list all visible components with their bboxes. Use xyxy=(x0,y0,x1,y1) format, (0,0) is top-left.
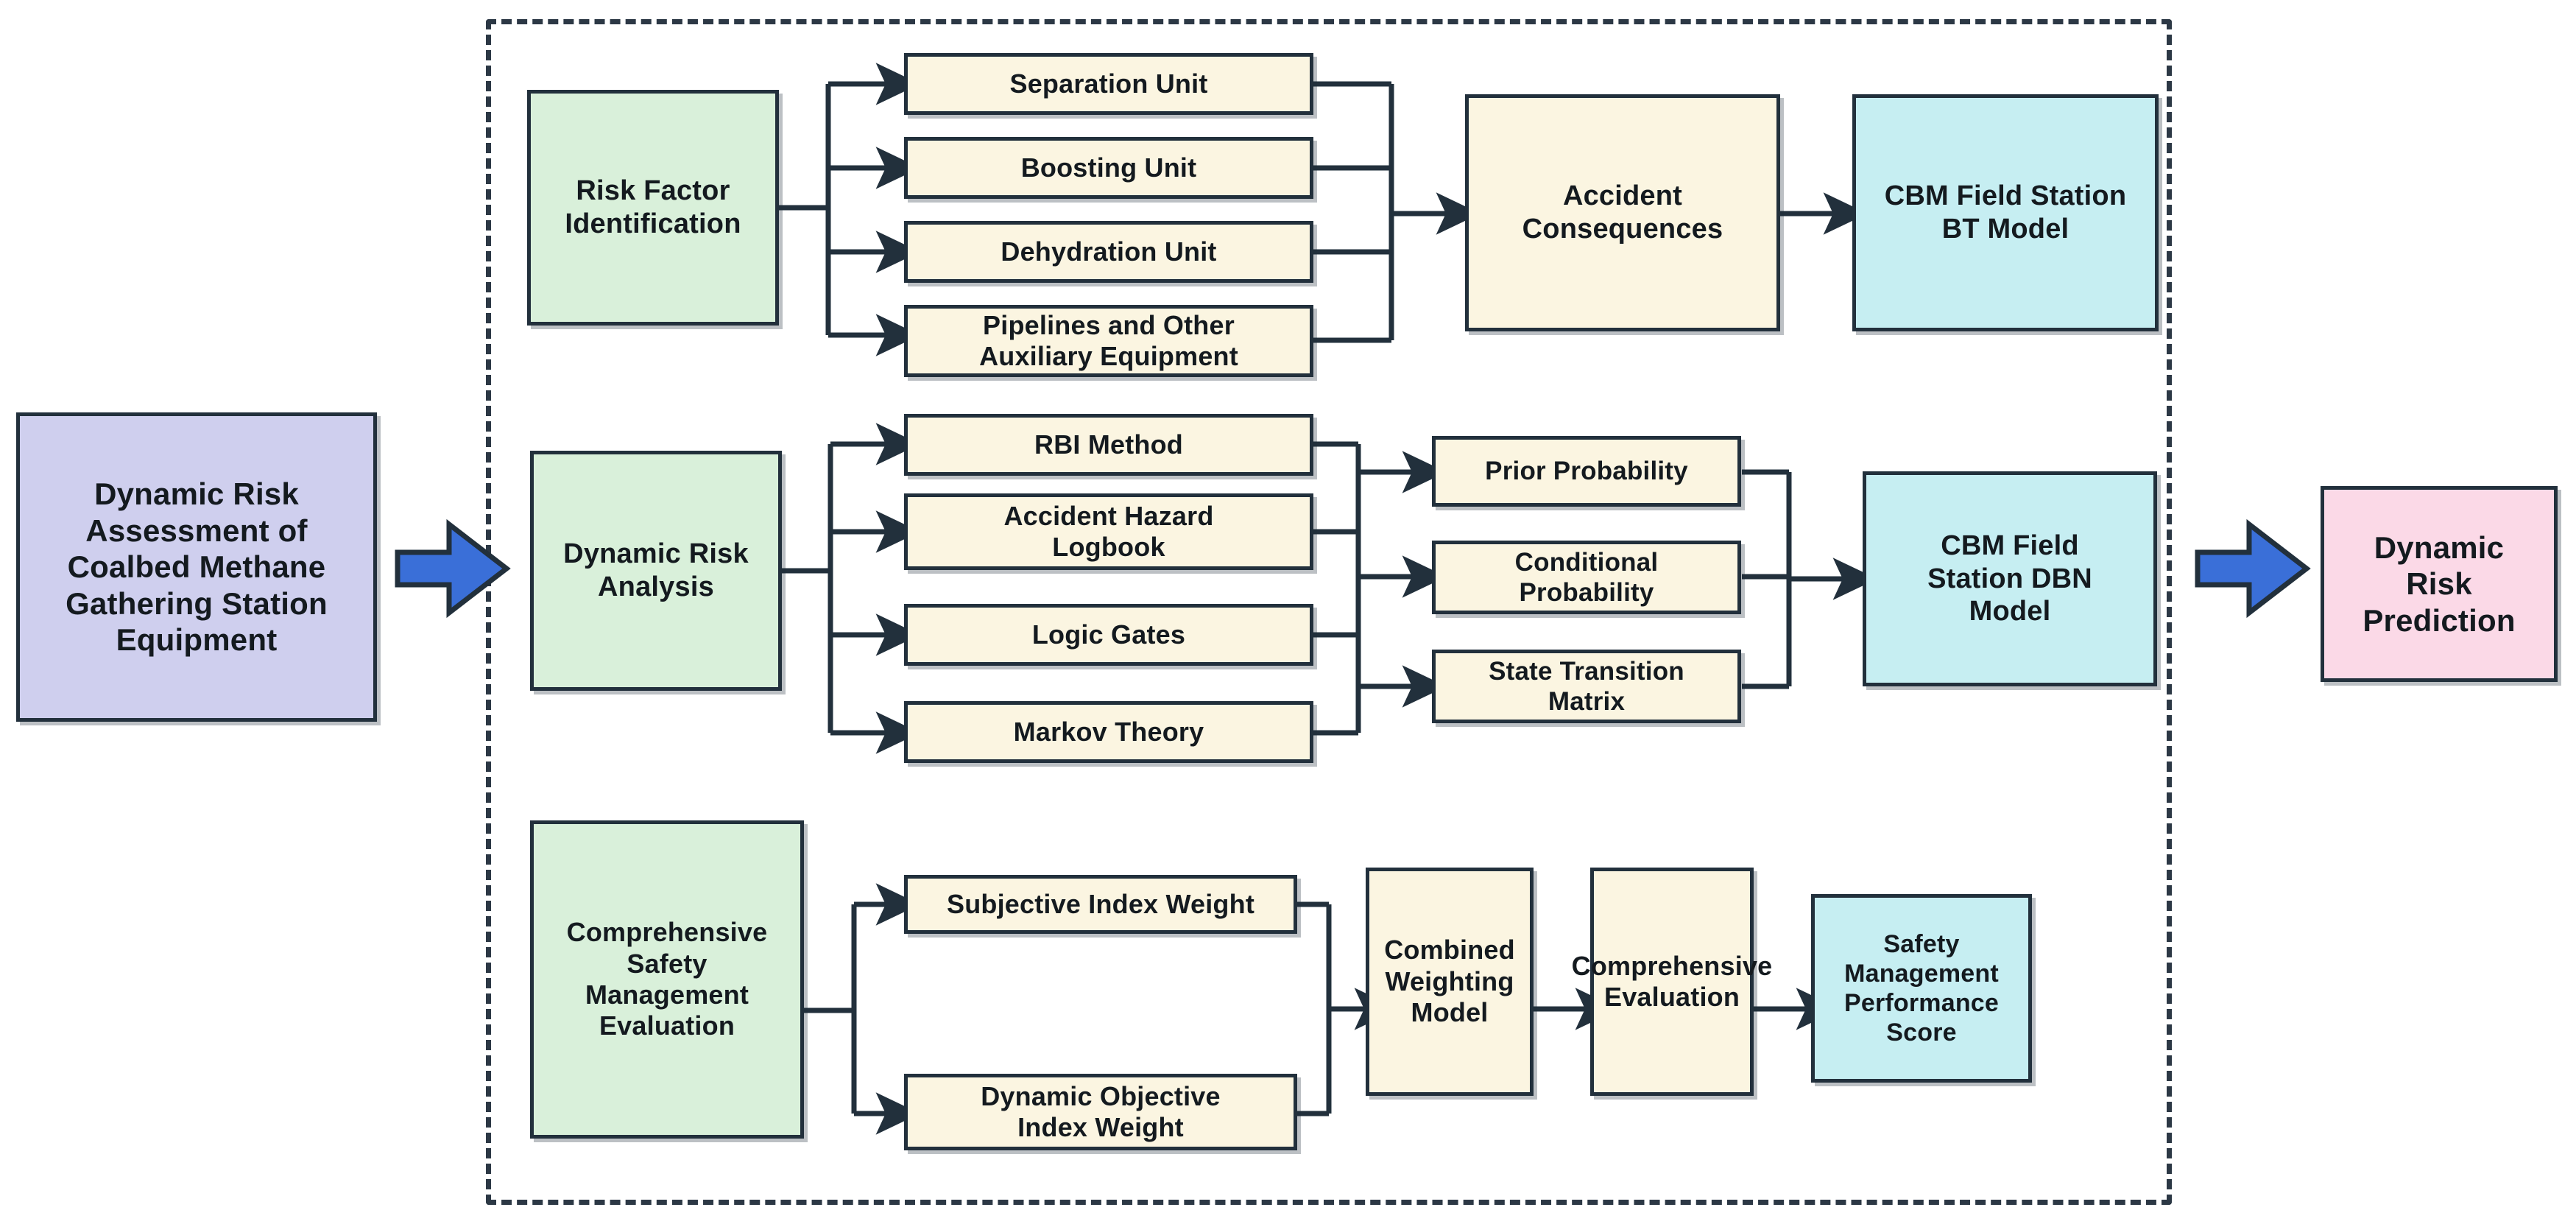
item-label: RBI Method xyxy=(1034,429,1183,460)
item-subjective-index-weight[interactable]: Subjective Index Weight xyxy=(904,875,1297,934)
result-label: Safety Management Performance Score xyxy=(1843,929,2000,1047)
input-title-label: Dynamic Risk Assessment of Coalbed Metha… xyxy=(66,476,328,658)
item-logic-gates[interactable]: Logic Gates xyxy=(904,604,1313,666)
item-markov-theory[interactable]: Markov Theory xyxy=(904,701,1313,763)
stage-label: Risk Factor Identification xyxy=(565,175,741,239)
item-label: Subjective Index Weight xyxy=(946,888,1255,919)
item-label: Dynamic Objective Index Weight xyxy=(981,1080,1221,1142)
merge-combined-weighting-model[interactable]: Combined Weighting Model xyxy=(1366,868,1534,1096)
item-label: Boosting Unit xyxy=(1020,152,1197,183)
item-accident-hazard-logbook[interactable]: Accident Hazard Logbook xyxy=(904,493,1313,570)
input-title-node[interactable]: Dynamic Risk Assessment of Coalbed Metha… xyxy=(16,412,377,722)
merge-label: Combined Weighting Model xyxy=(1384,935,1515,1028)
output-label: Dynamic Risk Prediction xyxy=(2362,530,2516,638)
item-dynamic-objective-index-weight[interactable]: Dynamic Objective Index Weight xyxy=(904,1074,1297,1150)
result-label: CBM Field Station BT Model xyxy=(1884,180,2127,245)
item-label: Markov Theory xyxy=(1013,716,1204,747)
merge-label: State Transition Matrix xyxy=(1489,656,1684,716)
item-label: Dehydration Unit xyxy=(1001,236,1217,267)
merge-label: Comprehensive Evaluation xyxy=(1571,950,1773,1012)
merge-conditional-probability[interactable]: Conditional Probability xyxy=(1432,541,1741,614)
item-label: Pipelines and Other Auxiliary Equipment xyxy=(979,309,1238,371)
item-label: Separation Unit xyxy=(1009,68,1208,99)
merge-accident-consequences[interactable]: Accident Consequences xyxy=(1465,94,1780,331)
result-cbm-field-station-dbn-model[interactable]: CBM Field Station DBN Model xyxy=(1863,471,2157,686)
item-label: Logic Gates xyxy=(1031,619,1186,650)
stage-label: Comprehensive Safety Management Evaluati… xyxy=(566,917,768,1041)
stage-label: Dynamic Risk Analysis xyxy=(563,538,749,602)
item-dehydration-unit[interactable]: Dehydration Unit xyxy=(904,221,1313,283)
item-label: Accident Hazard Logbook xyxy=(1003,500,1214,562)
stage-risk-factor-identification[interactable]: Risk Factor Identification xyxy=(527,90,779,326)
merge-state-transition-matrix[interactable]: State Transition Matrix xyxy=(1432,650,1741,723)
result-safety-management-performance-score[interactable]: Safety Management Performance Score xyxy=(1811,894,2032,1083)
stage-comprehensive-safety-management-evaluation[interactable]: Comprehensive Safety Management Evaluati… xyxy=(530,820,804,1139)
merge-comprehensive-evaluation[interactable]: Comprehensive Evaluation xyxy=(1572,868,1772,1096)
item-pipelines-and-auxiliary-equipment[interactable]: Pipelines and Other Auxiliary Equipment xyxy=(904,305,1313,377)
item-rbi-method[interactable]: RBI Method xyxy=(904,414,1313,476)
merge-label: Conditional Probability xyxy=(1514,547,1659,607)
merge-prior-probability[interactable]: Prior Probability xyxy=(1432,436,1741,507)
result-cbm-field-station-bt-model[interactable]: CBM Field Station BT Model xyxy=(1852,94,2159,331)
result-label: CBM Field Station DBN Model xyxy=(1927,530,2092,627)
merge-label: Accident Consequences xyxy=(1522,180,1723,245)
output-dynamic-risk-prediction[interactable]: Dynamic Risk Prediction xyxy=(2321,486,2558,682)
merge-label: Prior Probability xyxy=(1485,457,1688,486)
item-boosting-unit[interactable]: Boosting Unit xyxy=(904,137,1313,199)
stage-dynamic-risk-analysis[interactable]: Dynamic Risk Analysis xyxy=(530,451,782,691)
item-separation-unit[interactable]: Separation Unit xyxy=(904,53,1313,115)
big-right-arrow-right xyxy=(2195,518,2311,619)
